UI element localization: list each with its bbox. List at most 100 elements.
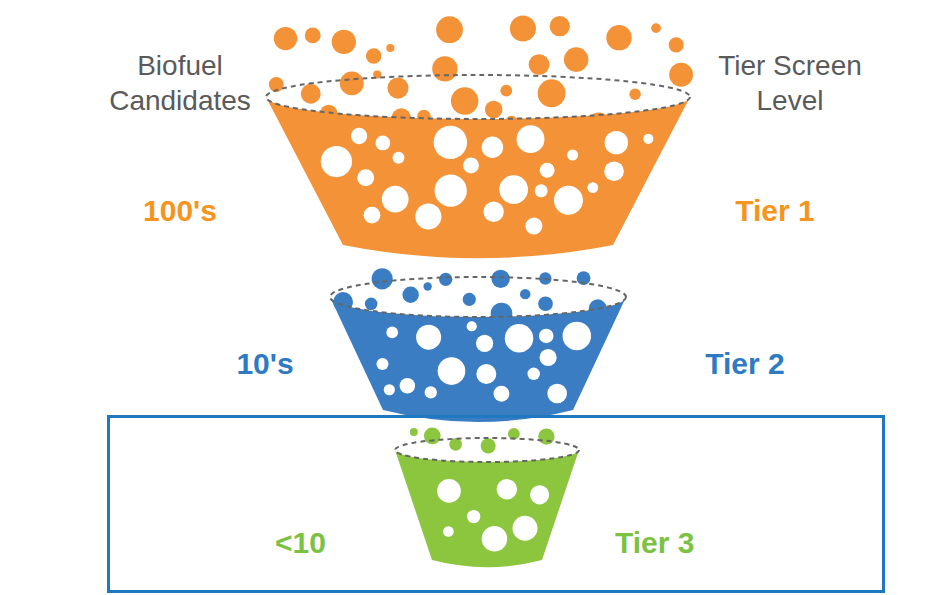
- hole: [438, 357, 466, 385]
- funnel: [330, 268, 626, 422]
- bubble: [301, 84, 321, 104]
- hole: [415, 204, 441, 230]
- bubble: [439, 273, 452, 286]
- hole: [476, 335, 493, 352]
- hole: [437, 479, 461, 503]
- bubble: [372, 268, 393, 289]
- bubble: [366, 48, 382, 64]
- bubble: [669, 63, 693, 87]
- funnel-body: [266, 97, 690, 258]
- bubble: [305, 27, 321, 43]
- hole: [604, 161, 624, 181]
- funnel-rim: [395, 438, 579, 462]
- hole: [463, 158, 479, 174]
- tier-label: Tier 1: [710, 192, 840, 230]
- axis-heading: Biofuel Candidates: [90, 48, 270, 118]
- funnel: [395, 428, 579, 568]
- hole: [527, 368, 539, 380]
- count-label: 100's: [120, 192, 240, 230]
- hole: [434, 126, 467, 159]
- hole: [540, 163, 555, 178]
- hole: [357, 169, 374, 186]
- hole: [605, 131, 628, 154]
- bubble: [402, 287, 418, 303]
- tier-label: Tier 3: [615, 524, 695, 562]
- hole: [393, 152, 405, 164]
- bubble: [332, 30, 356, 54]
- bubble: [491, 270, 509, 288]
- tier-label: Tier 2: [680, 345, 810, 383]
- bubble: [386, 44, 394, 52]
- funnel-rim: [330, 277, 626, 317]
- hole: [476, 364, 496, 384]
- hole: [482, 526, 508, 552]
- bubble: [274, 27, 297, 50]
- axis-heading: Tier Screen Level: [690, 48, 890, 118]
- hole: [416, 325, 441, 350]
- count-label: <10: [275, 524, 326, 562]
- funnel-body: [395, 450, 579, 567]
- hole: [539, 329, 554, 344]
- bubble: [550, 16, 570, 36]
- bubble: [538, 428, 554, 444]
- hole: [530, 485, 549, 504]
- bubble: [481, 438, 496, 453]
- bubble: [520, 289, 530, 299]
- bubble: [500, 85, 512, 97]
- hole: [375, 135, 390, 150]
- hole: [467, 510, 480, 523]
- hole: [567, 149, 578, 160]
- bubble: [538, 79, 566, 107]
- hole: [386, 327, 398, 339]
- bubble: [564, 47, 589, 72]
- highlight-box: <10 Tier 3: [107, 415, 885, 593]
- bubble: [463, 293, 476, 306]
- hole: [494, 386, 510, 402]
- bubble: [629, 88, 640, 99]
- hole: [643, 134, 653, 144]
- hole: [563, 322, 591, 350]
- bubble: [485, 101, 503, 119]
- bubble: [451, 87, 478, 114]
- hole: [513, 516, 538, 541]
- hole: [434, 174, 466, 206]
- hole: [482, 137, 503, 158]
- hole: [499, 175, 528, 204]
- bubble: [424, 428, 441, 445]
- bubble: [423, 282, 431, 290]
- count-label: 10's: [210, 345, 320, 383]
- bubble: [410, 428, 418, 436]
- bubble: [669, 37, 684, 52]
- hole: [483, 202, 503, 222]
- bubble: [529, 54, 550, 75]
- funnel: [266, 15, 693, 258]
- hole: [505, 324, 533, 352]
- hole: [497, 479, 517, 499]
- hole: [467, 321, 477, 331]
- hole: [400, 378, 416, 394]
- hole: [384, 384, 395, 395]
- hole: [535, 184, 548, 197]
- bubble: [432, 56, 457, 81]
- hole: [382, 186, 409, 213]
- bubble: [538, 296, 553, 311]
- hole: [364, 207, 381, 224]
- bubble: [340, 71, 364, 95]
- hole: [443, 526, 454, 537]
- hole: [540, 349, 557, 366]
- funnel-rim: [266, 75, 690, 119]
- hole: [525, 217, 542, 234]
- hole: [425, 386, 437, 398]
- bubble: [436, 16, 463, 43]
- hole: [376, 358, 388, 370]
- hole: [351, 128, 367, 144]
- bubble: [651, 23, 661, 33]
- hole: [321, 146, 352, 177]
- hole: [554, 186, 583, 215]
- bubble: [606, 25, 631, 50]
- bubble: [387, 78, 408, 99]
- bubble: [510, 15, 536, 41]
- bubble: [365, 298, 378, 311]
- hole: [587, 182, 598, 193]
- hole: [517, 125, 545, 153]
